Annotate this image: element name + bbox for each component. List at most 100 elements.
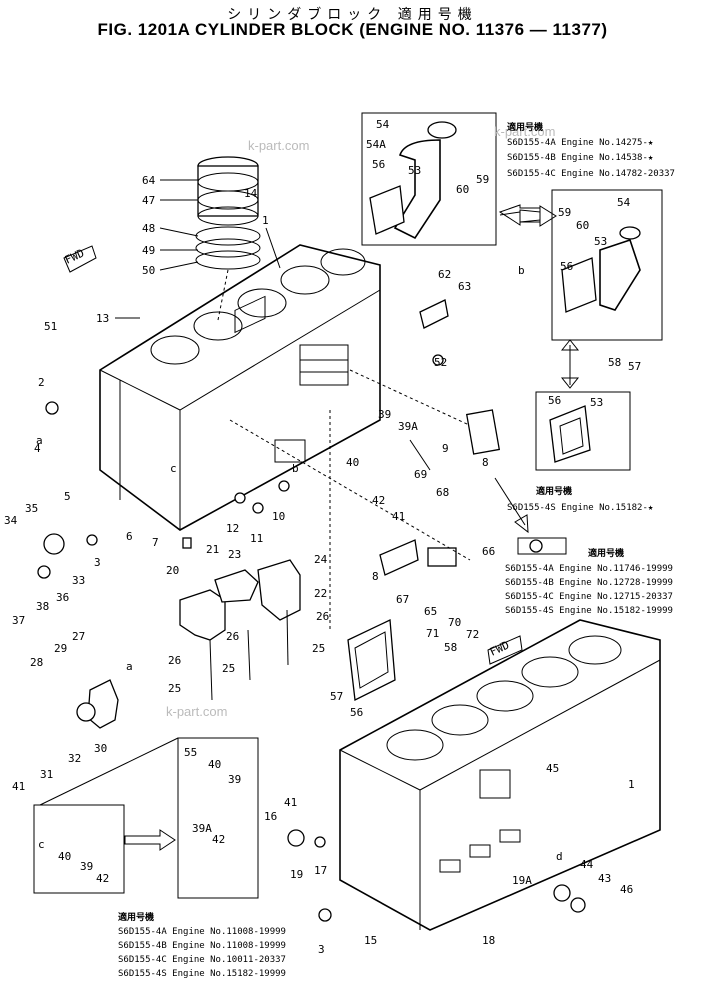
- part-number-label: 9: [442, 442, 449, 455]
- part-number-label: 25: [312, 642, 325, 655]
- detail-box-b: [551, 189, 663, 341]
- part-number-label: 69: [414, 468, 427, 481]
- part-number-label: d: [556, 850, 563, 863]
- part-number-label: 58: [444, 641, 457, 654]
- part-number-label: 46: [620, 883, 633, 896]
- oil-filler-assembly: [379, 539, 457, 576]
- part-number-label: 55: [184, 746, 197, 759]
- callout-line: S6D155-4C Engine No.14782-20337: [507, 169, 675, 179]
- part-number-label: 60: [576, 219, 589, 232]
- callout-line: S6D155-4S Engine No.15182-19999: [118, 969, 286, 979]
- part-number-label: 48: [142, 222, 155, 235]
- watermark: k-part.com: [494, 124, 555, 139]
- part-number-label: 19: [290, 868, 303, 881]
- part-number-label: 10: [272, 510, 285, 523]
- part-number-label: 62: [438, 268, 451, 281]
- part-number-label: 23: [228, 548, 241, 561]
- part-number-label: 4: [34, 442, 41, 455]
- part-number-label: 5: [64, 490, 71, 503]
- callout-line: S6D155-4A Engine No.11008-19999: [118, 927, 286, 937]
- part-number-label: 59: [476, 173, 489, 186]
- detail-box-bottom-middle: [39, 737, 259, 899]
- front-cover-plate: [76, 679, 119, 729]
- part-number-label: 45: [546, 762, 559, 775]
- part-number-label: 28: [30, 656, 43, 669]
- part-number-label: 1: [262, 214, 269, 227]
- part-number-label: 38: [36, 600, 49, 613]
- part-number-label: 40: [208, 758, 221, 771]
- main-bearing-caps: [179, 559, 301, 701]
- page-title-japanese: シリンダブロック 適用号機: [227, 7, 478, 23]
- part-number-label: 25: [168, 682, 181, 695]
- part-number-label: 12: [226, 522, 239, 535]
- part-number-label: 65: [424, 605, 437, 618]
- part-number-label: 51: [44, 320, 57, 333]
- part-number-label: 39A: [192, 822, 212, 835]
- callout-mid-right: 適用号機 S6D155-4S Engine No.15182-★: [507, 485, 654, 513]
- part-number-label: 26: [226, 630, 239, 643]
- part-number-label: 67: [396, 593, 409, 606]
- part-number-label: 56: [372, 158, 385, 171]
- detail-box-top: [361, 112, 497, 246]
- callout-line: S6D155-4B Engine No.12728-19999: [505, 578, 673, 588]
- part-number-label: 24: [314, 553, 328, 566]
- part-number-label: 60: [456, 183, 469, 196]
- part-number-label: 35: [25, 502, 38, 515]
- part-number-label: 39: [228, 773, 241, 786]
- part-number-label: 64: [142, 174, 156, 187]
- part-number-label: 40: [58, 850, 71, 863]
- page-title: FIG. 1201A CYLINDER BLOCK (ENGINE NO. 11…: [97, 20, 608, 39]
- small-parts: [37, 299, 586, 922]
- part-number-label: 2: [38, 376, 45, 389]
- part-number-label: 29: [54, 642, 67, 655]
- callout-heading: 適用号機: [536, 485, 572, 497]
- part-number-label: 37: [12, 614, 25, 627]
- part-number-label: 25: [222, 662, 235, 675]
- part-number-label: 42: [372, 494, 385, 507]
- part-number-label: 54: [617, 196, 631, 209]
- part-number-label: 56: [548, 394, 561, 407]
- part-number-label: 17: [314, 864, 327, 877]
- cylinder-bores-upper: [150, 248, 366, 365]
- watermark: k-part.com: [248, 138, 309, 153]
- callout-line: S6D155-4A Engine No.14275-★: [507, 138, 654, 148]
- callout-line: S6D155-4B Engine No.14538-★: [507, 153, 654, 163]
- part-number-label: 32: [68, 752, 81, 765]
- part-number-label: a: [126, 660, 133, 673]
- part-number-label: 41: [284, 796, 297, 809]
- part-number-label: 1: [628, 778, 635, 791]
- part-number-label: 8: [372, 570, 379, 583]
- part-number-label: 39: [80, 860, 93, 873]
- part-number-label: 26: [168, 654, 181, 667]
- part-number-label: 6: [126, 530, 133, 543]
- part-number-label: 68: [436, 486, 449, 499]
- callout-heading: 適用号機: [118, 911, 154, 923]
- part-number-label: 21: [206, 543, 219, 556]
- part-number-label: 39: [378, 408, 391, 421]
- part-number-label: 11: [250, 532, 263, 545]
- part-number-label: 7: [152, 536, 159, 549]
- callout-lower-right: 適用号機 S6D155-4A Engine No.11746-19999 S6D…: [505, 547, 673, 616]
- side-cover-55: [347, 619, 396, 701]
- part-number-label: 22: [314, 587, 327, 600]
- part-number-label: 59: [558, 206, 571, 219]
- callout-bottom-left: 適用号機 S6D155-4A Engine No.11008-19999 S6D…: [118, 911, 286, 979]
- part-number-label: 52: [434, 356, 447, 369]
- callout-heading: 適用号機: [588, 547, 624, 559]
- part-number-label: 54: [376, 118, 390, 131]
- callout-line: S6D155-4C Engine No.12715-20337: [505, 592, 673, 602]
- part-number-label: 19A: [512, 874, 532, 887]
- detail-box-c: [33, 804, 125, 894]
- part-number-label: 15: [364, 934, 377, 947]
- part-number-label: 27: [72, 630, 85, 643]
- detail-box-plate: [535, 391, 631, 471]
- part-number-label: 20: [166, 564, 179, 577]
- upper-cylinder-block: [99, 244, 381, 531]
- part-number-label: 39A: [398, 420, 418, 433]
- fwd-indicators: [63, 245, 523, 665]
- part-number-label: 66: [482, 545, 495, 558]
- part-number-label: 58: [608, 356, 621, 369]
- part-number-label: 47: [142, 194, 155, 207]
- part-number-label: 56: [560, 260, 573, 273]
